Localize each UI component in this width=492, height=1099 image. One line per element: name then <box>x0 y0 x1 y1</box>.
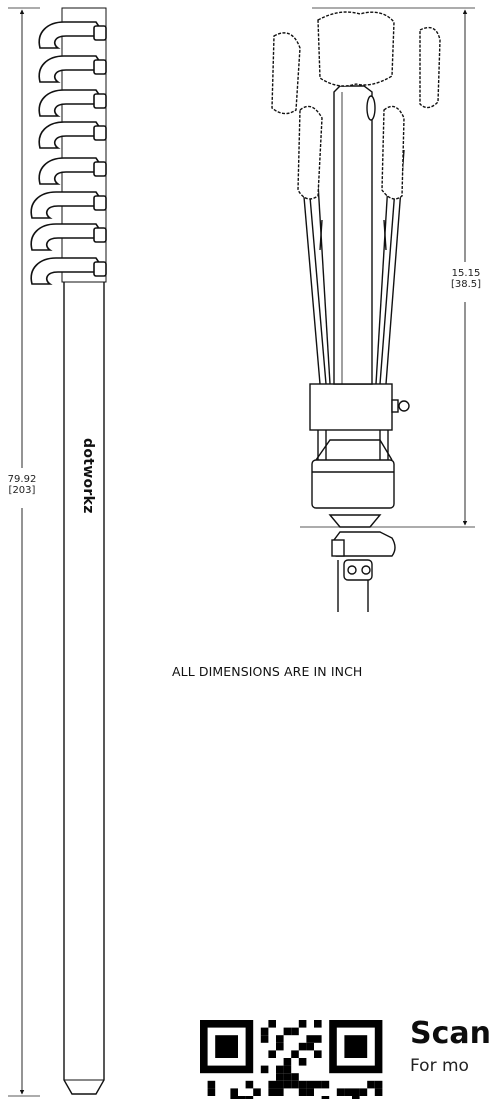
qr-module <box>230 1088 238 1096</box>
qr-module <box>298 1088 307 1096</box>
lock-knob <box>93 261 107 277</box>
qr-module <box>268 1080 276 1089</box>
qr-module <box>283 1080 292 1089</box>
qr-module <box>321 1080 330 1089</box>
qr-module <box>314 1080 322 1089</box>
qr-module <box>276 1073 284 1081</box>
qr-module <box>291 1050 299 1058</box>
qr-module <box>276 1065 284 1074</box>
qr-module <box>268 1088 276 1096</box>
qr-module <box>291 1027 299 1036</box>
qr-module <box>207 1088 216 1096</box>
qr-module <box>306 1042 314 1051</box>
qr-module <box>306 1080 314 1089</box>
qr-module <box>283 1065 292 1074</box>
qr-module <box>298 1058 307 1066</box>
qr-module <box>291 1080 299 1089</box>
qr-module <box>298 1080 307 1089</box>
units-note: ALL DIMENSIONS ARE IN INCH <box>172 664 363 679</box>
qr-module <box>253 1088 261 1096</box>
overall-length-inches: 79.92 <box>7 474 37 485</box>
qr-module <box>207 1080 216 1089</box>
scan-subtitle: For mo <box>410 1056 469 1076</box>
qr-module <box>245 1096 254 1099</box>
qr-module <box>306 1035 314 1043</box>
qr-module <box>291 1073 299 1081</box>
qr-module <box>306 1088 314 1096</box>
head-length-inches: 15.15 <box>451 268 481 279</box>
qr-module <box>268 1050 276 1058</box>
qr-module <box>367 1080 375 1089</box>
lock-knob <box>93 125 107 141</box>
lock-knob <box>93 25 107 41</box>
twist-lock-collars <box>30 21 107 285</box>
qr-module <box>230 1096 238 1099</box>
lock-knob <box>93 93 107 109</box>
overall-length-label: 79.92 [203] <box>2 474 42 496</box>
qr-code[interactable] <box>200 1020 383 1099</box>
overall-length-mm: [203] <box>8 485 36 496</box>
qr-module <box>344 1088 352 1096</box>
head-length-mm: [38.5] <box>450 279 482 290</box>
qr-module <box>283 1027 292 1036</box>
qr-module <box>276 1042 284 1051</box>
overall-length-dimension-line <box>8 7 40 1097</box>
qr-module <box>314 1035 322 1043</box>
qr-module <box>359 1088 368 1096</box>
camera-head-assembly <box>271 11 441 612</box>
qr-module <box>260 1035 269 1043</box>
qr-module <box>298 1020 307 1028</box>
lock-knob <box>93 161 107 177</box>
qr-module <box>276 1080 284 1089</box>
qr-module <box>283 1073 292 1081</box>
qr-module <box>314 1050 322 1058</box>
qr-module <box>276 1088 284 1096</box>
qr-module <box>336 1088 345 1096</box>
qr-module <box>374 1080 383 1089</box>
qr-module <box>268 1020 276 1028</box>
brand-logo: dotworkz <box>80 438 96 514</box>
scan-title: Scan <box>410 1016 491 1051</box>
head-length-dimension-line <box>300 7 475 528</box>
lock-knob <box>93 59 107 75</box>
qr-module <box>260 1027 269 1036</box>
qr-module <box>238 1096 246 1099</box>
qr-module <box>245 1080 254 1089</box>
head-length-label: 15.15 [38.5] <box>446 268 486 290</box>
qr-module <box>215 1035 238 1058</box>
qr-module <box>374 1088 383 1096</box>
qr-module <box>283 1058 292 1066</box>
qr-module <box>314 1020 322 1028</box>
qr-module <box>298 1042 307 1051</box>
lock-knob <box>93 227 107 243</box>
qr-module <box>260 1065 269 1074</box>
qr-module <box>352 1096 360 1099</box>
qr-module <box>276 1035 284 1043</box>
lock-knob <box>93 195 107 211</box>
qr-module <box>344 1035 368 1058</box>
qr-module <box>352 1088 360 1096</box>
qr-module <box>321 1096 330 1099</box>
